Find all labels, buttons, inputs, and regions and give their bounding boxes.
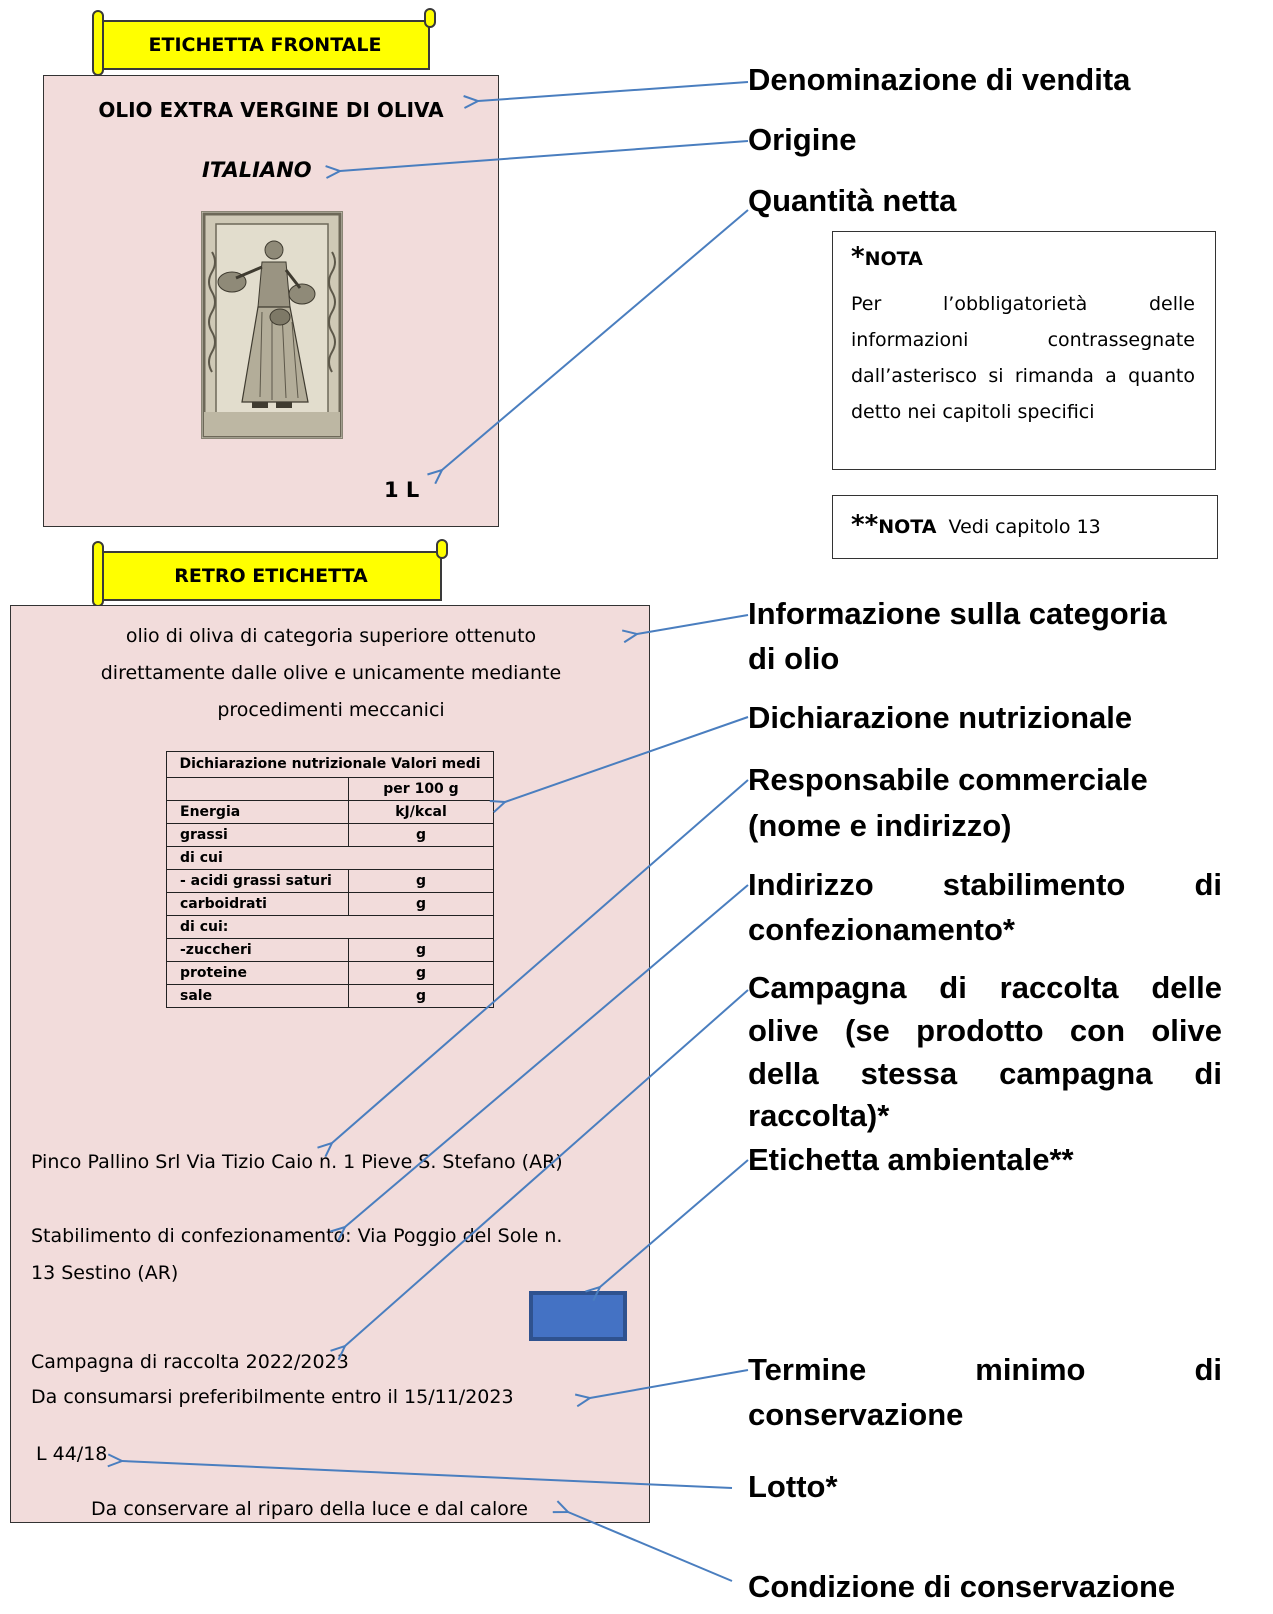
nutrient-label: di cui: — [166, 915, 494, 939]
callout-termine-word2: minimo — [975, 1352, 1086, 1387]
operator-name-address: Pinco Pallino Srl Via Tizio Caio n. 1 Pi… — [31, 1151, 563, 1173]
callout-responsabile-line1: Responsabile commerciale — [748, 762, 1148, 797]
front-banner-label: ETICHETTA FRONTALE — [148, 34, 382, 56]
table-row: di cui: — [166, 915, 494, 939]
storage-conditions: Da conservare al riparo della luce e dal… — [91, 1498, 528, 1520]
arrow-termine — [590, 1369, 749, 1398]
arrow-origine — [340, 140, 749, 171]
oil-category-text: olio di oliva di categoria superiore ott… — [100, 625, 562, 721]
arrow-responsabile — [332, 779, 749, 1143]
callout-condizione: Condizione di conservazione — [748, 1569, 1176, 1604]
callout-termine-word1: Termine — [748, 1352, 867, 1387]
arrow-lotto — [122, 1461, 733, 1489]
harvest-campaign: Campagna di raccolta 2022/2023 — [31, 1351, 349, 1373]
callout-quantita: Quantità netta — [748, 183, 957, 218]
callout-categoria-line2: di olio — [748, 641, 840, 676]
nutrient-label: carboidrati — [166, 892, 349, 916]
arrow-nutrizionale — [505, 716, 749, 802]
arrow-ambientale — [600, 1159, 749, 1287]
back-label-panel: olio di oliva di categoria superiore ott… — [10, 605, 650, 1523]
plant-address-line1: Stabilimento di confezionamento: Via Pog… — [31, 1225, 563, 1247]
table-row: di cui — [166, 846, 494, 870]
note1-heading: *NOTA — [851, 242, 923, 272]
plant-address-line2: 13 Sestino (AR) — [31, 1262, 179, 1284]
note1-asterisk: * — [851, 242, 865, 272]
callout-campagna-line1: Campagna di raccolta delle — [748, 970, 1222, 1005]
callout-termine-line1: Termine minimo di — [748, 1352, 1222, 1388]
callout-campagna-line2: olive (se prodotto con olive — [748, 1013, 1222, 1048]
nutrient-label: grassi — [166, 823, 349, 847]
note2-asterisk: ** — [851, 510, 879, 540]
note2-title: NOTA — [878, 516, 937, 538]
back-banner-label: RETRO ETICHETTA — [174, 565, 368, 587]
note-box-2: **NOTA Vedi capitolo 13 — [832, 495, 1218, 559]
callout-termine-word3: di — [1194, 1352, 1222, 1387]
nutrition-table: Dichiarazione nutrizionale Valori medi p… — [166, 751, 494, 1008]
arrow-campagna — [345, 989, 749, 1346]
note2-body: Vedi capitolo 13 — [948, 516, 1101, 538]
callout-origine: Origine — [748, 122, 857, 157]
woman-figure-image — [202, 212, 342, 438]
callout-denominazione: Denominazione di vendita — [748, 62, 1131, 97]
nutrition-empty-cell — [166, 777, 349, 801]
arrow-stabilimento — [345, 884, 749, 1227]
arrow-condizione — [568, 1512, 733, 1582]
callout-stabilimento-word3: di — [1194, 867, 1222, 902]
nutrient-label: di cui — [166, 846, 494, 870]
callout-stabilimento-line2: confezionamento* — [748, 912, 1015, 947]
callout-responsabile-line2: (nome e indirizzo) — [748, 808, 1012, 843]
nutrient-unit: g — [348, 961, 494, 985]
product-denomination: OLIO EXTRA VERGINE DI OLIVA — [98, 98, 444, 122]
front-label-panel: OLIO EXTRA VERGINE DI OLIVA ITALIANO 1 L — [43, 75, 499, 527]
note1-title: NOTA — [864, 248, 923, 270]
arrow-categoria — [637, 614, 749, 634]
callout-stabilimento-line1: Indirizzo stabilimento di — [748, 867, 1222, 903]
arrow-quantita — [442, 209, 749, 470]
product-origin: ITALIANO — [202, 158, 312, 182]
nutrient-label: sale — [166, 984, 349, 1008]
nutrient-unit: g — [348, 984, 494, 1008]
arrow-denominazione — [478, 81, 749, 101]
scroll-curl-right — [436, 539, 448, 559]
callout-campagna-line4: raccolta)* — [748, 1098, 890, 1133]
callout-nutrizionale: Dichiarazione nutrizionale — [748, 700, 1133, 735]
note-box-1: *NOTA Per l’obbligatorietà delle informa… — [832, 231, 1216, 470]
back-banner: RETRO ETICHETTA — [92, 539, 448, 607]
best-before-date: Da consumarsi preferibilmente entro il 1… — [31, 1386, 514, 1408]
callout-ambientale: Etichetta ambientale** — [748, 1142, 1074, 1177]
callout-categoria-line1: Informazione sulla categoria — [748, 596, 1167, 631]
lot-number: L 44/18 — [36, 1443, 108, 1465]
callout-termine-line2: conservazione — [748, 1397, 964, 1432]
engraving-illustration — [201, 211, 343, 439]
net-quantity: 1 L — [384, 478, 420, 502]
scroll-curl-right — [424, 8, 436, 28]
callout-stabilimento-word1: Indirizzo — [748, 867, 874, 902]
note1-body: Per l’obbligatorietà delle informazioni … — [851, 293, 1195, 423]
environmental-label-box — [529, 1291, 627, 1341]
callout-lotto: Lotto* — [748, 1469, 838, 1504]
note2-heading: **NOTA Vedi capitolo 13 — [851, 510, 1101, 540]
front-banner: ETICHETTA FRONTALE — [92, 8, 436, 76]
callout-campagna-line3: della stessa campagna di — [748, 1056, 1222, 1091]
callout-stabilimento-word2: stabilimento — [942, 867, 1126, 902]
